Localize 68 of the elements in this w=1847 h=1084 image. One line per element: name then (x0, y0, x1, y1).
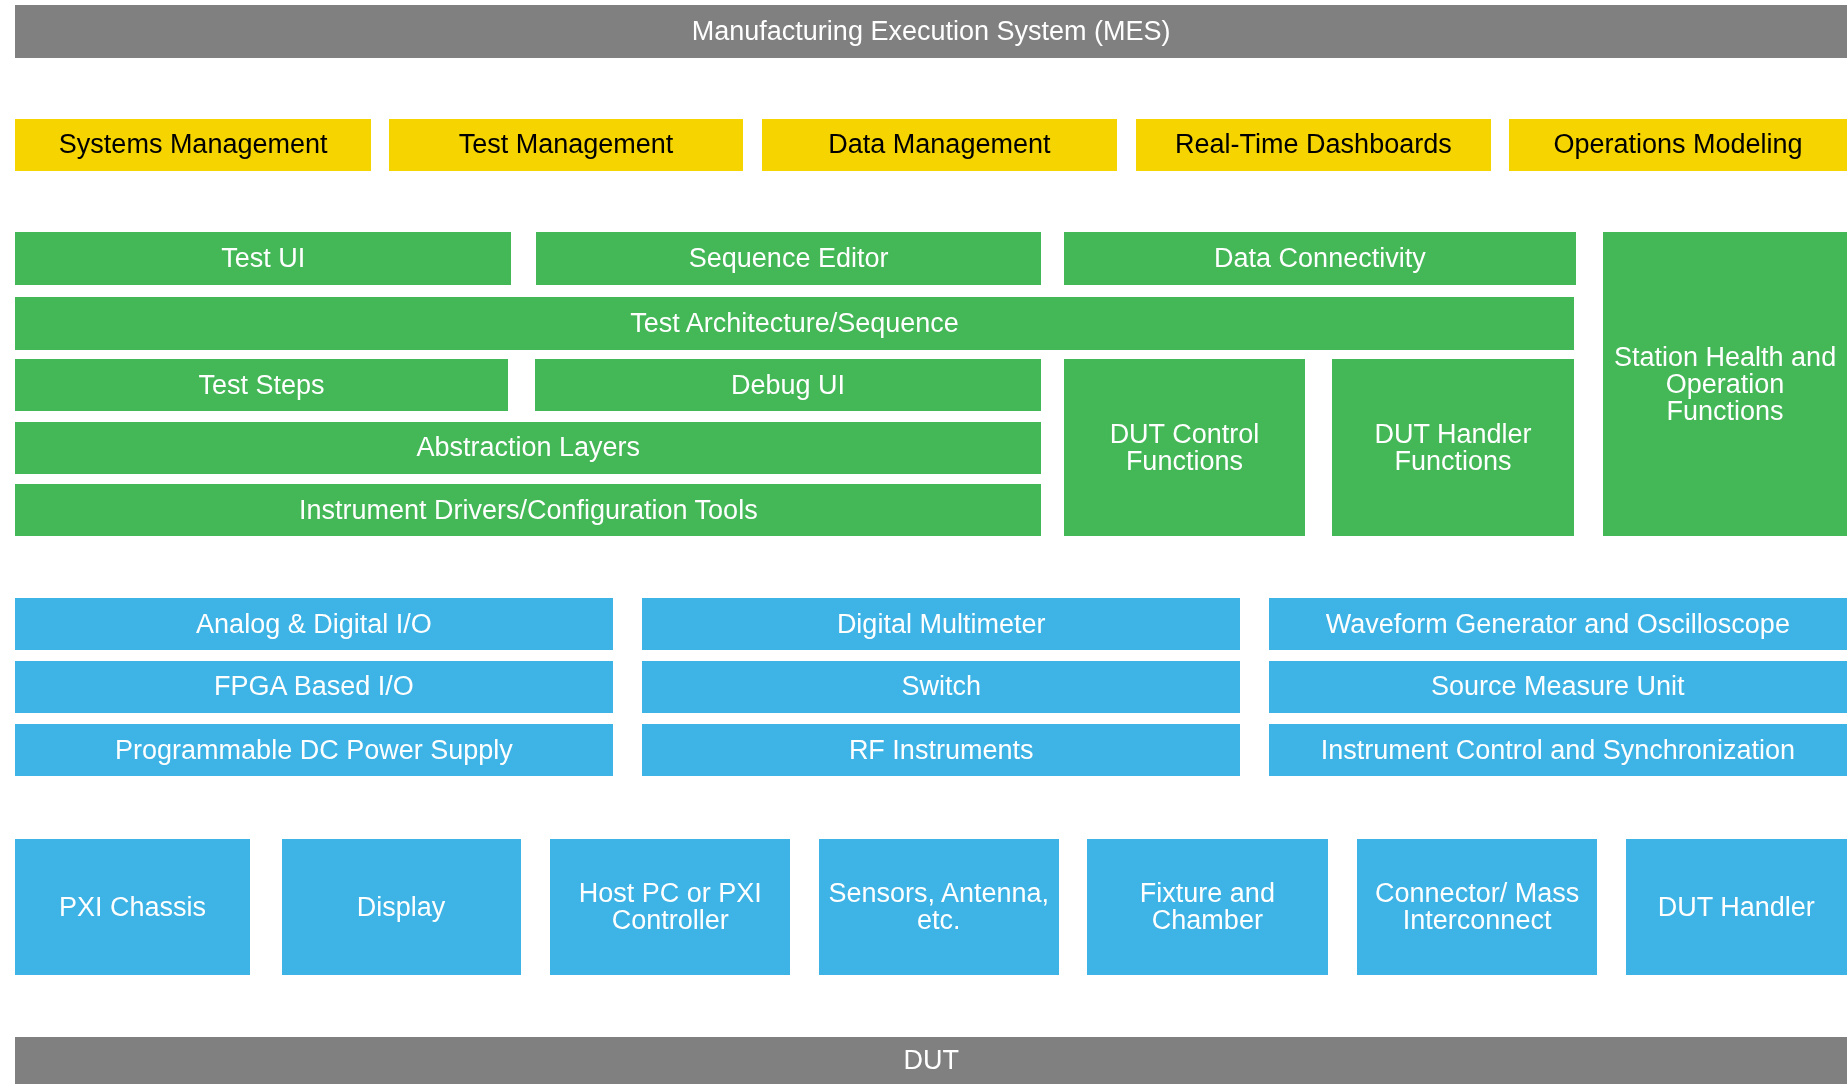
box-label: Instrument Drivers/Configuration Tools (298, 496, 758, 524)
box-label: RF Instruments (848, 736, 1034, 764)
box-label: Test UI (221, 245, 306, 273)
management-box (1135, 118, 1492, 171)
hardware-box (1268, 660, 1847, 713)
hardware-box (550, 838, 791, 976)
box-label: DUT Handler (1657, 893, 1815, 921)
hardware-box (1356, 838, 1598, 976)
box-label: DUT Control Functions (1108, 420, 1261, 475)
software-box (15, 421, 1042, 474)
box-label: Programmable DC Power Supply (115, 736, 513, 764)
system-bar (15, 4, 1847, 58)
box-label: Instrument Control and Synchronization (1320, 736, 1795, 764)
hardware-box (641, 598, 1241, 651)
box-label: Sequence Editor (688, 245, 889, 273)
box-label: FPGA Based I/O (214, 673, 414, 701)
hardware-box (1087, 838, 1328, 976)
software-box (1603, 232, 1847, 536)
management-box (388, 118, 744, 171)
software-box (15, 232, 512, 286)
software-box (1063, 232, 1577, 286)
box-label: Waveform Generator and Oscilloscope (1325, 610, 1790, 638)
software-box (15, 484, 1042, 536)
box-label: Analog & Digital I/O (196, 610, 432, 638)
box-label: Data Connectivity (1214, 245, 1426, 273)
software-box (535, 232, 1042, 286)
box-label: Real-Time Dashboards (1175, 131, 1452, 159)
management-box (762, 118, 1117, 171)
box-label: PXI Chassis (59, 893, 207, 921)
box-label: Digital Multimeter (836, 610, 1046, 638)
hardware-box (15, 660, 613, 713)
box-label: Source Measure Unit (1431, 673, 1685, 701)
management-box (1508, 118, 1847, 171)
system-bar (15, 1036, 1847, 1084)
box-label: DUT Handler Functions (1373, 420, 1533, 475)
hardware-box (15, 838, 250, 976)
box-label: Test Architecture/Sequence (630, 309, 959, 337)
box-label: Host PC or PXI Controller (577, 880, 763, 934)
hardware-box (1268, 598, 1847, 651)
management-box (15, 118, 372, 171)
box-label: Sensors, Antenna, etc. (827, 880, 1051, 934)
hardware-box (1268, 724, 1847, 777)
box-label: DUT (903, 1046, 959, 1074)
box-label: Switch (901, 673, 981, 701)
software-box (15, 359, 508, 412)
software-box (1063, 359, 1306, 536)
hardware-box (1625, 838, 1847, 976)
box-label: Systems Management (58, 131, 328, 159)
box-label: Test Management (458, 131, 674, 159)
software-box (1332, 359, 1574, 536)
box-label: Station Health and Operation Functions (1613, 343, 1838, 425)
box-label: Connector/ Mass Interconnect (1374, 880, 1581, 934)
hardware-box (818, 838, 1059, 976)
box-label: Abstraction Layers (416, 434, 641, 462)
box-label: Test Steps (198, 371, 325, 399)
box-label: Operations Modeling (1553, 131, 1803, 159)
hardware-box (15, 598, 613, 651)
box-label: Display (356, 893, 446, 921)
box-label: Data Management (828, 131, 1051, 159)
hardware-box (281, 838, 521, 976)
hardware-box (641, 660, 1241, 713)
box-label: Debug UI (731, 371, 846, 399)
hardware-box (15, 724, 613, 777)
box-label: Manufacturing Execution System (MES) (691, 17, 1171, 45)
hardware-box (641, 724, 1241, 777)
software-box (15, 296, 1574, 350)
box-label: Fixture and Chamber (1138, 880, 1276, 934)
software-box (534, 359, 1042, 412)
